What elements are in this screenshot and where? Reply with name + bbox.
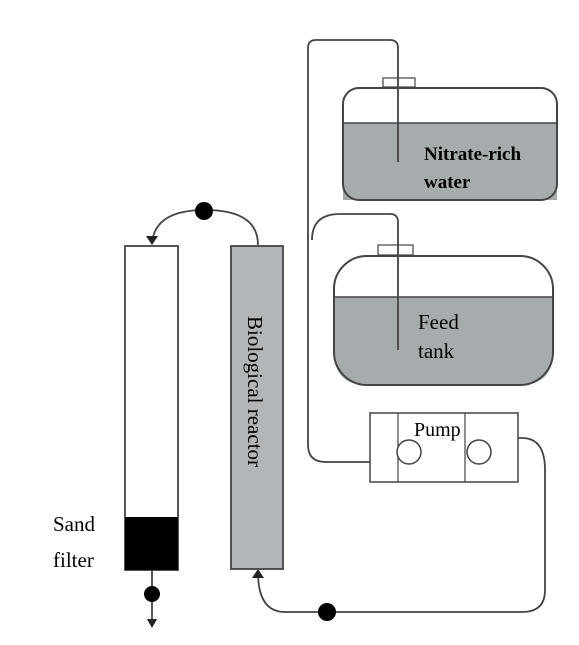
valve-bottom	[318, 603, 336, 621]
feed-tank-cap	[377, 244, 414, 256]
sand-filter-column	[124, 245, 179, 571]
pump	[369, 412, 519, 483]
arrowhead-into-sand-filter	[146, 236, 158, 245]
valve-top	[195, 202, 213, 220]
pump-head-left	[396, 439, 422, 465]
biological-reactor	[230, 245, 284, 570]
valve-outlet	[144, 586, 160, 602]
pump-label: Pump	[414, 419, 461, 441]
arrowhead-outlet	[147, 619, 157, 628]
feed-label-line1: Feed	[418, 310, 459, 334]
nitrate-tank-outline	[342, 87, 558, 201]
feed-tank-water	[334, 297, 553, 385]
feed-tank	[333, 244, 554, 386]
feed-tank-outline	[333, 255, 554, 386]
pump-head-right	[466, 439, 492, 465]
reactor-label: Biological reactor	[243, 316, 267, 467]
sand-filter-body	[124, 245, 179, 571]
pipe-pump-to-reactor	[257, 437, 546, 613]
sand-label-line1: Sand	[53, 512, 96, 536]
nitrate-tank-water	[343, 123, 557, 200]
nitrate-tank	[342, 77, 558, 201]
pump-body	[369, 412, 519, 483]
sand-label-line2: filter	[53, 548, 94, 572]
arrowhead-into-reactor	[252, 569, 264, 578]
nitrate-tank-cap	[382, 77, 416, 88]
pipe-feed-tank-return	[311, 213, 399, 350]
feed-label-line2: tank	[418, 339, 455, 363]
pipe-nitrate-to-pump	[307, 39, 399, 463]
nitrate-label-line1: Nitrate-rich	[424, 144, 521, 165]
sand-filter-media	[125, 517, 178, 570]
nitrate-label-line2: water	[424, 172, 471, 193]
